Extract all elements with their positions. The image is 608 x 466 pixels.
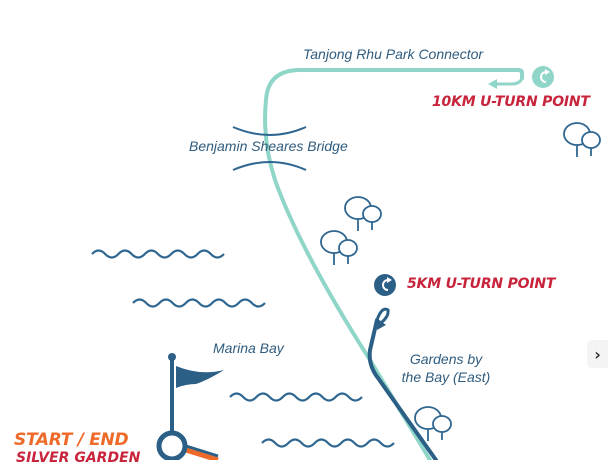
label-gardens-by-the-bay-east: Gardens by the Bay (East) — [400, 350, 492, 386]
label-gardens-line-2: the Bay (East) — [401, 369, 491, 385]
route-5km-hook — [375, 307, 390, 324]
route-10km-hook — [492, 76, 524, 86]
next-arrow-button[interactable]: › — [587, 340, 608, 368]
tree-icon — [414, 406, 452, 441]
flag-icon — [168, 353, 224, 440]
water-wave — [261, 438, 395, 448]
label-tanjong-rhu-park-connector: Tanjong Rhu Park Connector — [303, 46, 484, 62]
label-5km-u-turn-point: 5KM U-TURN POINT — [407, 276, 556, 292]
tree-icon — [320, 230, 358, 265]
water-wave — [132, 298, 266, 308]
label-gardens-line-1: Gardens by — [409, 351, 483, 367]
chevron-right-icon: › — [594, 344, 601, 364]
u-turn-5km-icon — [374, 274, 396, 296]
route-10km-hook-arrow — [488, 79, 497, 89]
tree-icon — [344, 196, 382, 231]
water-wave — [229, 392, 363, 402]
route-5km-hook-arrow — [377, 319, 386, 330]
bridge-arc-bottom — [232, 161, 307, 171]
label-marina-bay: Marina Bay — [213, 340, 284, 356]
bridge-arc-top — [232, 126, 307, 136]
water-wave — [91, 249, 225, 259]
tree-icon — [563, 122, 601, 157]
route-5km-path — [367, 318, 438, 460]
route-10km-path — [263, 68, 524, 460]
label-start-end: START / END — [14, 430, 129, 450]
label-start-venue: SILVER GARDEN — [16, 450, 141, 466]
u-turn-10km-icon — [532, 66, 554, 88]
start-end-marker-icon — [156, 430, 219, 460]
label-benjamin-sheares-bridge: Benjamin Sheares Bridge — [189, 138, 348, 154]
label-10km-u-turn-point: 10KM U-TURN POINT — [432, 94, 590, 110]
